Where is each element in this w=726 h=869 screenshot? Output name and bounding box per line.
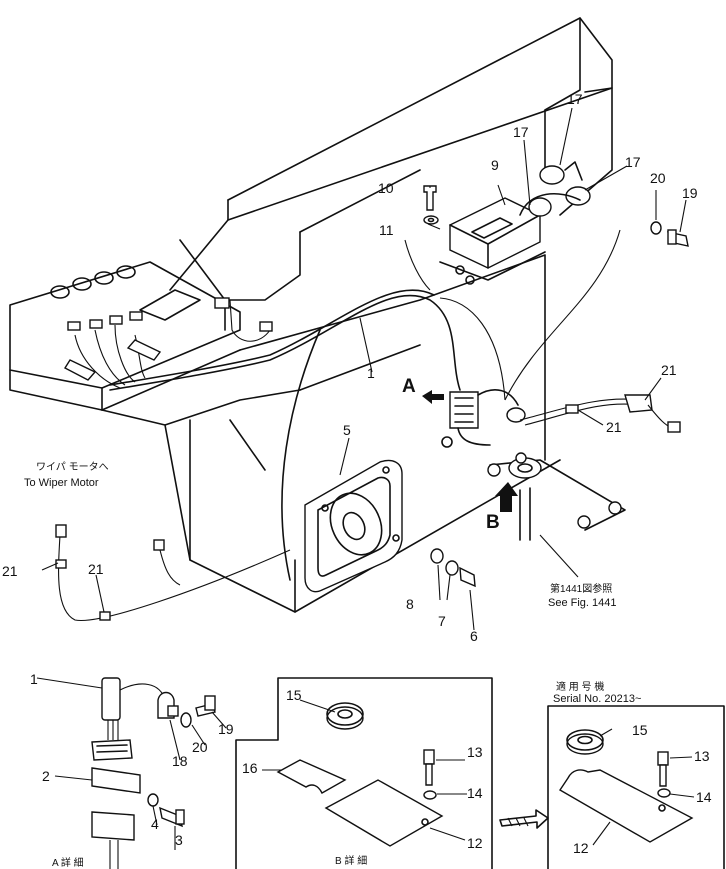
callout-21-upper: 21 [661,362,677,378]
relays [519,161,591,217]
callout-1: 1 [367,365,375,381]
mounting-plate [487,452,626,541]
view-label-a: A [402,376,416,397]
detail-a-callout-2: 2 [42,768,50,784]
detail-b-callout-16: 16 [242,760,258,776]
callout-21-right: 21 [606,419,622,435]
callout-21-lower: 21 [88,561,104,577]
wire-harness [64,229,621,401]
callout-17-right: 17 [625,154,641,170]
detail-b-callout-15: 15 [286,687,302,703]
connector-a [441,389,526,448]
callout-10: 10 [378,180,394,196]
detail-b-drawing [235,677,549,869]
callout-21-left: 21 [2,563,18,579]
note-see-en: See Fig. 1441 [548,597,617,609]
detail-b-title: B 詳 細 [335,854,367,867]
detail-a-callout-4: 4 [151,816,159,832]
detail-a-callout-3: 3 [175,832,183,848]
callout-17-left: 17 [513,124,529,140]
callout-11: 11 [379,222,394,238]
callout-7: 7 [438,613,446,629]
callout-5: 5 [343,422,351,438]
view-arrows [422,390,518,512]
serial-number: Serial No. 20213~ [553,693,641,705]
detail-b-callout-13: 13 [467,744,483,760]
callout-20: 20 [650,170,666,186]
callout-9: 9 [491,157,499,173]
serial-heading-jp: 適 用 号 機 [556,680,604,693]
detail-b-callout-12: 12 [467,835,483,851]
note-see-jp: 第1441図参照 [550,582,612,595]
detail-a-callout-20: 20 [192,739,208,755]
callout-19: 19 [682,185,698,201]
note-wiper-en: To Wiper Motor [24,477,99,489]
speaker [304,459,403,593]
detail-b-labels: 15 16 13 14 12 B 詳 細 [242,687,483,867]
detail-a-drawing [36,677,227,869]
wiper-harness [55,524,291,622]
leader-lines [41,107,687,631]
detail-a-labels: 1 2 3 4 18 19 20 A 詳 細 [30,671,234,869]
serial-callout-14: 14 [696,789,712,805]
serial-box-labels: 適 用 号 機 Serial No. 20213~ 15 13 14 12 [553,680,712,856]
serial-callout-13: 13 [694,748,710,764]
serial-callout-15: 15 [632,722,648,738]
callout-8: 8 [406,596,414,612]
detail-a-callout-19: 19 [218,721,234,737]
callout-17-top: 17 [567,91,583,107]
fasteners-main [423,185,689,588]
view-label-b: B [486,512,500,533]
detail-a-title: A 詳 細 [52,856,84,869]
serial-box-drawing [547,705,725,869]
note-wiper-jp: ワイパ モータへ [36,461,109,473]
serial-callout-12: 12 [573,840,589,856]
right-harness [519,394,681,433]
detail-b-callout-14: 14 [467,785,483,801]
detail-a-callout-1: 1 [30,671,38,687]
callout-labels: 1 5 6 7 8 9 10 11 17 17 17 19 20 21 21 2… [2,91,698,644]
control-box [439,197,546,285]
detail-a-callout-18: 18 [172,753,188,769]
callout-6: 6 [470,628,478,644]
